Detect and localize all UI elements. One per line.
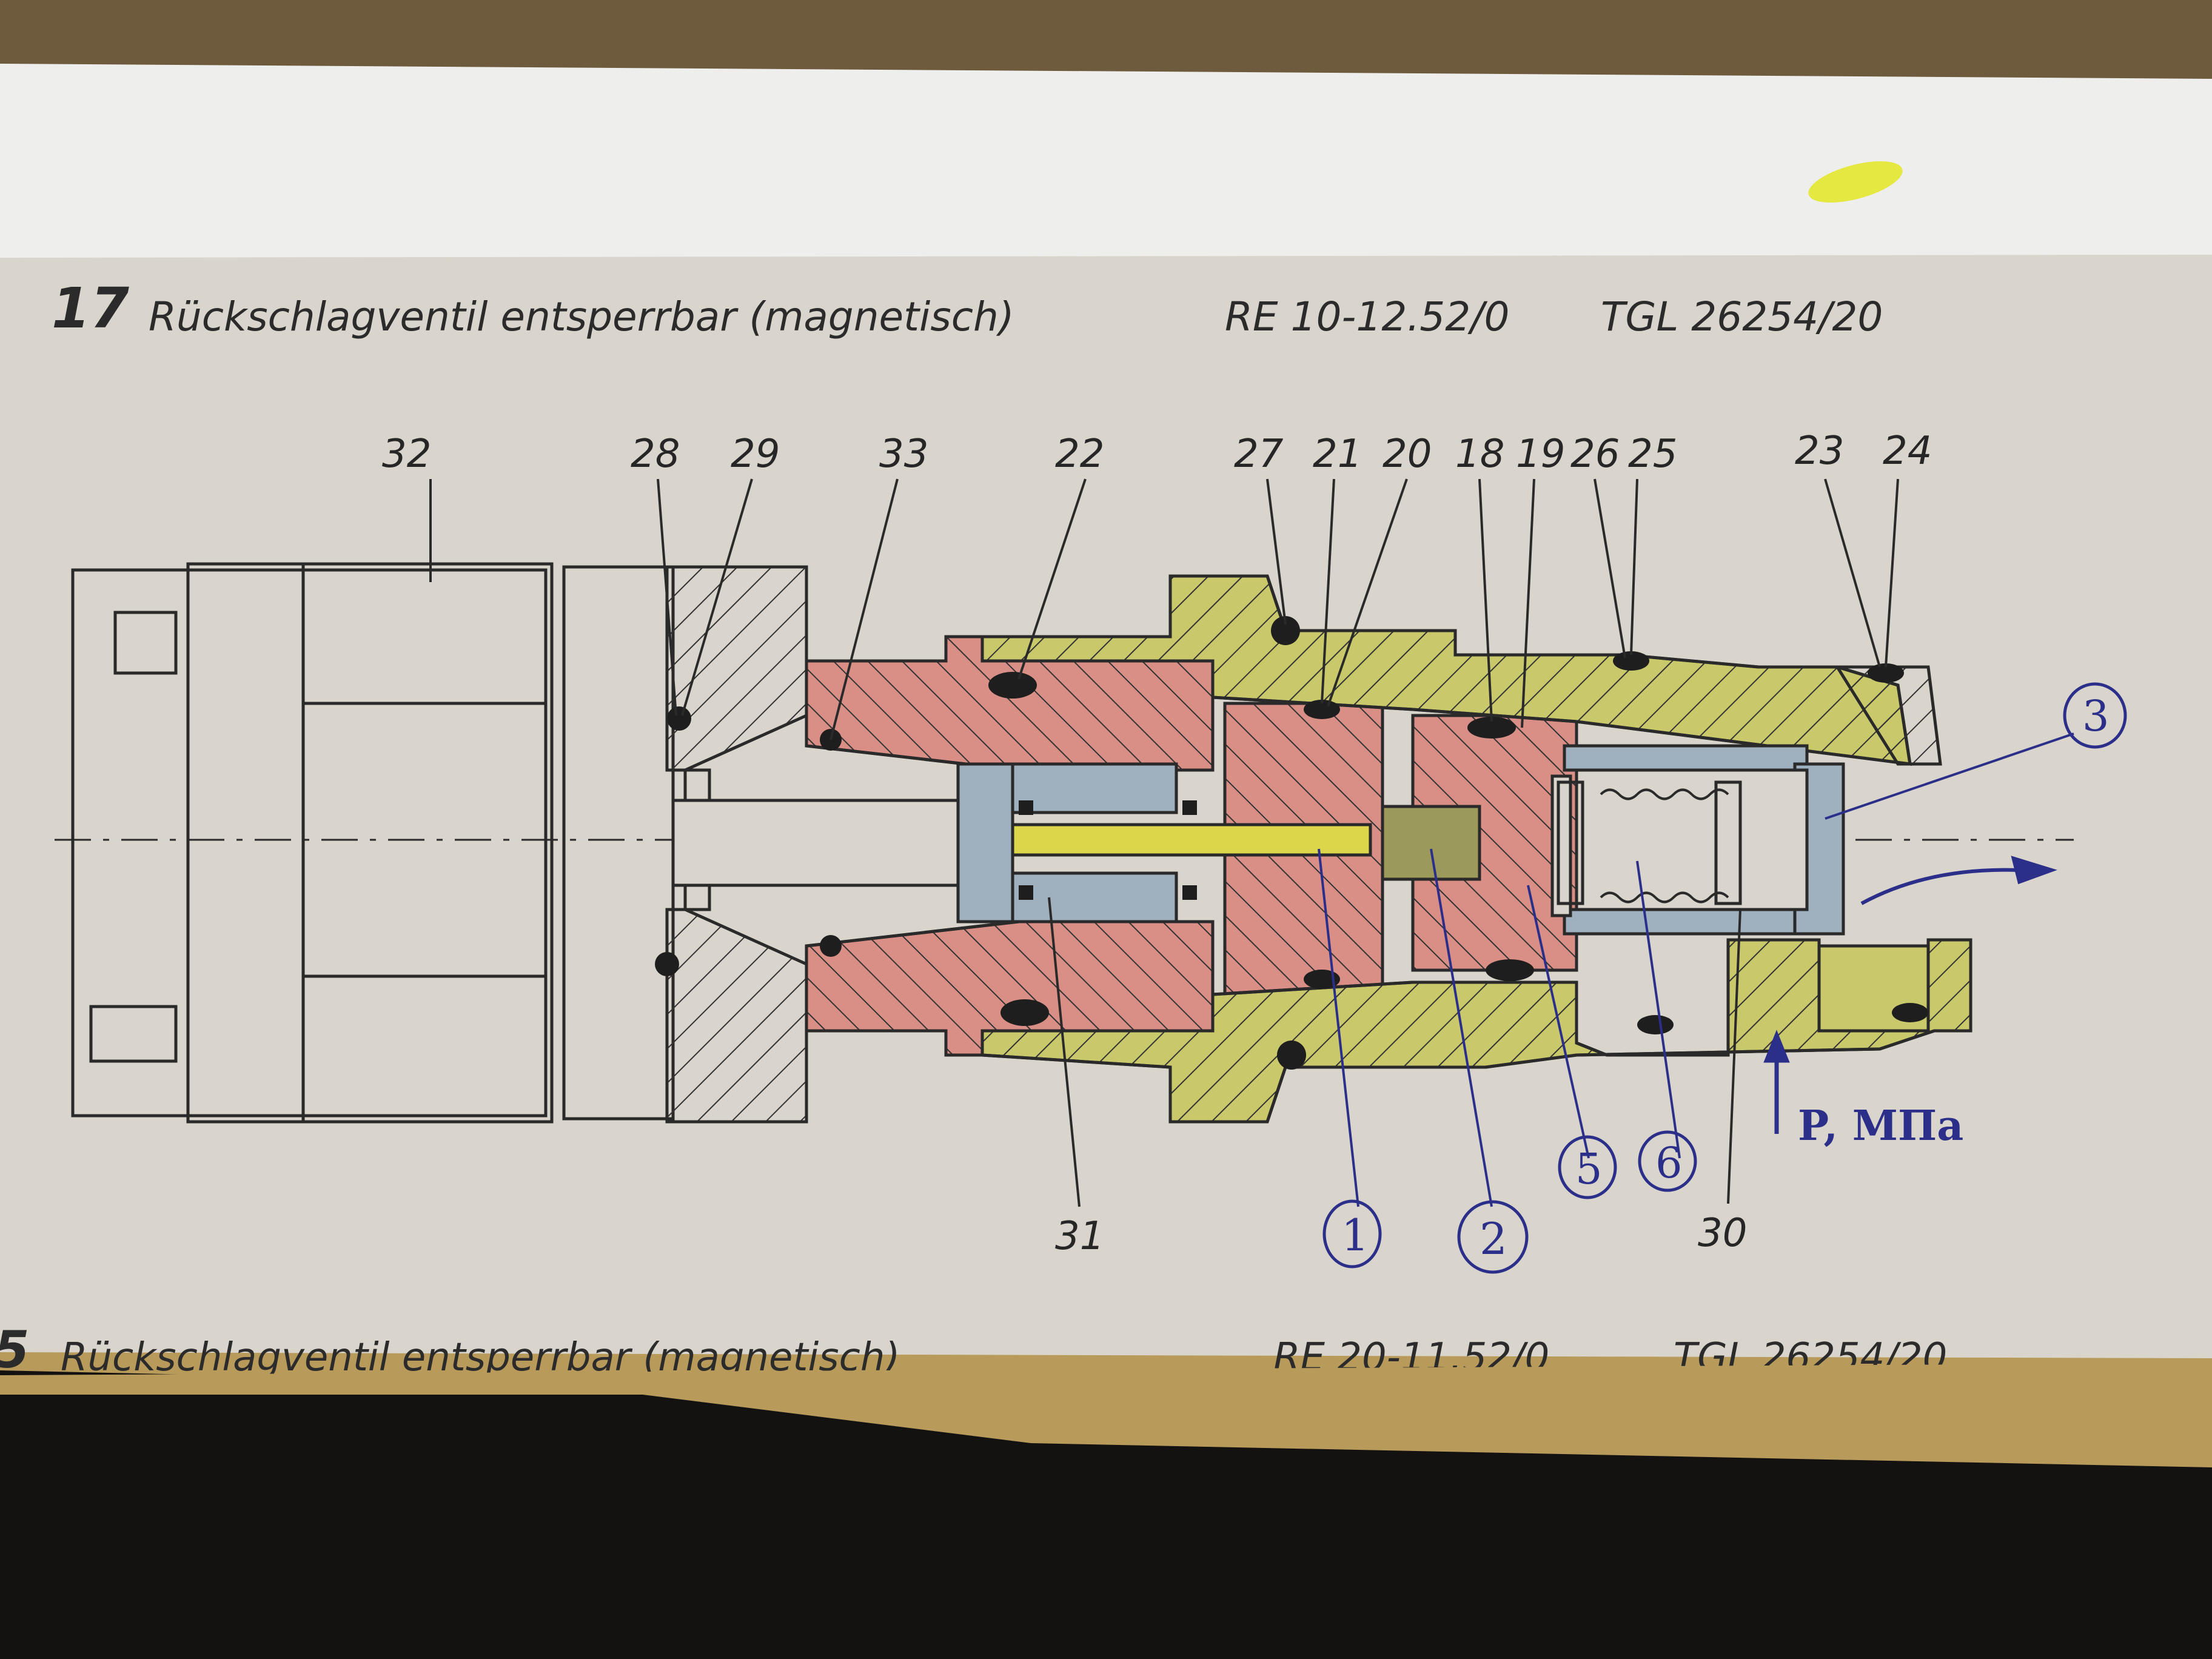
pilot-poppet <box>1381 805 1481 881</box>
circle-2 <box>1457 1200 1529 1274</box>
label-26: 26 <box>1570 432 1620 477</box>
label-24: 24 <box>1883 429 1932 474</box>
label-31: 31 <box>1055 1214 1104 1259</box>
label-30: 30 <box>1698 1211 1747 1256</box>
circle-1 <box>1322 1199 1382 1269</box>
hand-label-1: 1 <box>1341 1210 1369 1261</box>
label-18: 18 <box>1455 432 1504 477</box>
pressure-label: P, МПа <box>1798 1102 1963 1150</box>
label-28: 28 <box>631 432 680 477</box>
armature-shaft <box>671 799 960 887</box>
next-heading-number: 5 <box>0 1320 29 1379</box>
valve-cross-section <box>55 562 2074 1134</box>
heading-standard: TGL 26254/20 <box>1601 293 1883 340</box>
outlet-arrowhead <box>2011 856 2057 885</box>
pressure-arrowhead <box>1763 1030 1790 1063</box>
circle-6 <box>1638 1130 1697 1192</box>
label-29: 29 <box>731 432 780 477</box>
hand-label-2: 2 <box>1480 1213 1507 1264</box>
handwritten-leaders <box>1318 732 2074 1207</box>
label-32: 32 <box>382 432 431 477</box>
label-19: 19 <box>1516 432 1565 477</box>
label-21: 21 <box>1313 432 1362 477</box>
outlet-arrow <box>1860 868 2020 905</box>
hand-label-5: 5 <box>1575 1144 1603 1194</box>
yellow-body <box>980 574 1972 1124</box>
flange-adapter <box>665 565 808 1124</box>
label-25: 25 <box>1628 432 1677 477</box>
label-20: 20 <box>1382 432 1432 477</box>
solenoid-body <box>71 562 675 1124</box>
plunger-rod <box>1011 823 1372 857</box>
leader-lines <box>429 478 1899 1207</box>
hand-label-6: 6 <box>1655 1138 1683 1188</box>
page-bottom-edge <box>0 1363 2212 1395</box>
o-rings <box>655 616 1928 1070</box>
label-23: 23 <box>1795 429 1844 474</box>
page-heading: 17 Rückschlagventil entsperrbar (magneti… <box>52 276 1883 341</box>
label-27: 27 <box>1234 432 1284 477</box>
dark-cloth <box>0 1370 2212 1659</box>
heading-code: RE 10-12.52/0 <box>1225 293 1510 340</box>
heading-title: Rückschlagventil entsperrbar (magnetisch… <box>149 293 1014 340</box>
red-housing <box>805 635 1578 1057</box>
heading-number: 17 <box>52 276 129 341</box>
part-labels: 32 28 29 33 22 27 21 20 18 19 26 25 23 2… <box>382 429 1932 1259</box>
spring-chamber <box>1550 768 1809 917</box>
top-paper-sheet <box>0 64 2212 267</box>
hand-label-3: 3 <box>2082 691 2110 741</box>
highlighter-mark <box>1808 161 1903 203</box>
circle-5 <box>1558 1135 1617 1199</box>
handwritten-labels: 1 2 3 5 6 P, МПа <box>1322 682 2127 1274</box>
label-33: 33 <box>879 432 928 477</box>
circle-3 <box>2063 682 2127 749</box>
label-22: 22 <box>1055 432 1104 477</box>
